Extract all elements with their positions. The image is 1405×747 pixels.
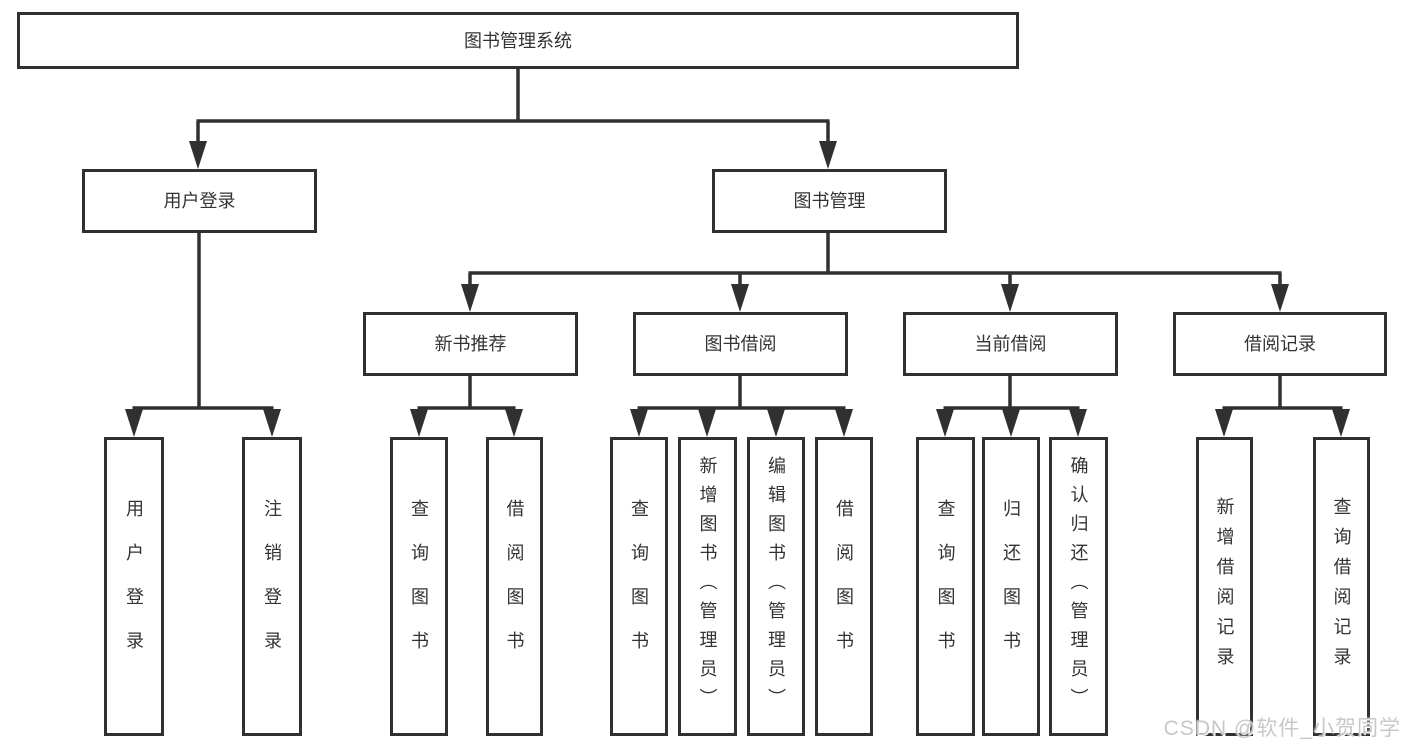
leaf-bb-add-book-admin: 新增图书（管理员） xyxy=(678,437,737,736)
leaf-br-add-record: 新增借阅记录 xyxy=(1196,437,1253,736)
node-user-login: 用户登录 xyxy=(82,169,317,233)
leaf-cb-confirm-return-admin: 确认归还（管理员） xyxy=(1049,437,1108,736)
node-borrow-records: 借阅记录 xyxy=(1173,312,1387,376)
leaf-cb-query-books: 查询图书 xyxy=(916,437,975,736)
leaf-logout: 注销登录 xyxy=(242,437,302,736)
node-current-borrow: 当前借阅 xyxy=(903,312,1118,376)
csdn-watermark: CSDN @软件_小贺同学 xyxy=(1163,717,1401,740)
leaf-bb-edit-book-admin: 编辑图书（管理员） xyxy=(747,437,805,736)
node-book-management: 图书管理 xyxy=(712,169,947,233)
node-book-borrow: 图书借阅 xyxy=(633,312,848,376)
leaf-br-query-record: 查询借阅记录 xyxy=(1313,437,1370,736)
leaf-nb-borrow-books: 借阅图书 xyxy=(486,437,543,736)
leaf-cb-return-books: 归还图书 xyxy=(982,437,1040,736)
node-new-book-recommend: 新书推荐 xyxy=(363,312,578,376)
leaf-bb-borrow-books: 借阅图书 xyxy=(815,437,873,736)
node-root: 图书管理系统 xyxy=(17,12,1019,69)
leaf-user-login: 用户登录 xyxy=(104,437,164,736)
leaf-nb-query-books: 查询图书 xyxy=(390,437,448,736)
leaf-bb-query-books: 查询图书 xyxy=(610,437,668,736)
